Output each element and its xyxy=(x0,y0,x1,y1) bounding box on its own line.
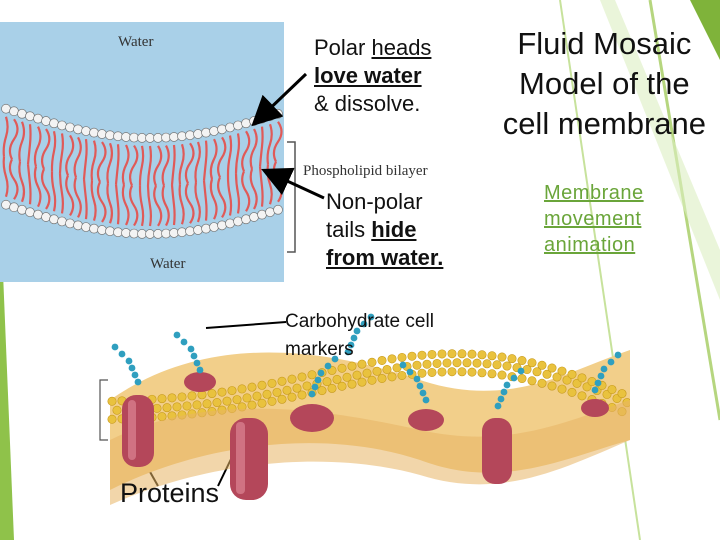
water-top-label: Water xyxy=(118,34,153,50)
title-line-2: Model of the xyxy=(519,66,690,101)
carbohydrate-chains xyxy=(111,313,622,410)
water-bottom-label: Water xyxy=(150,256,185,272)
membrane-animation-link[interactable]: Membrane movement animation xyxy=(544,182,644,256)
integral-protein-center xyxy=(230,418,268,500)
proteins-label: Proteins xyxy=(120,478,220,508)
integral-protein-right xyxy=(482,418,512,484)
title-line-1: Fluid Mosaic xyxy=(517,26,692,61)
polar-heads-label: Polar heads love water & dissolve. xyxy=(314,35,432,116)
from-water-text: from water. xyxy=(326,245,444,270)
heads-word: heads xyxy=(371,35,432,60)
phospholipid-bilayer-label: Phospholipid bilayer xyxy=(303,163,428,179)
love-water-text: love water xyxy=(314,63,422,88)
carbohydrate-markers-label: Carbohydrate cell markers xyxy=(285,311,434,360)
hide-word: hide xyxy=(371,217,417,242)
nonpolar-tails-label: Non-polar tails hide from water. xyxy=(326,189,444,270)
phospholipid-bilayer-figure: Water Water xyxy=(0,22,296,282)
slide-title: Fluid Mosaic Model of the cell membrane xyxy=(503,24,706,144)
bilayer-bracket xyxy=(287,141,296,253)
peripheral-protein xyxy=(184,372,609,431)
dissolve-text: & dissolve. xyxy=(314,91,421,116)
polar-heads xyxy=(1,103,283,239)
fluid-mosaic-membrane-illustration xyxy=(99,313,630,505)
integral-protein-left xyxy=(122,395,154,467)
title-line-3: cell membrane xyxy=(502,106,706,141)
protein-cluster xyxy=(290,404,334,432)
fatty-acid-tails xyxy=(2,116,283,227)
